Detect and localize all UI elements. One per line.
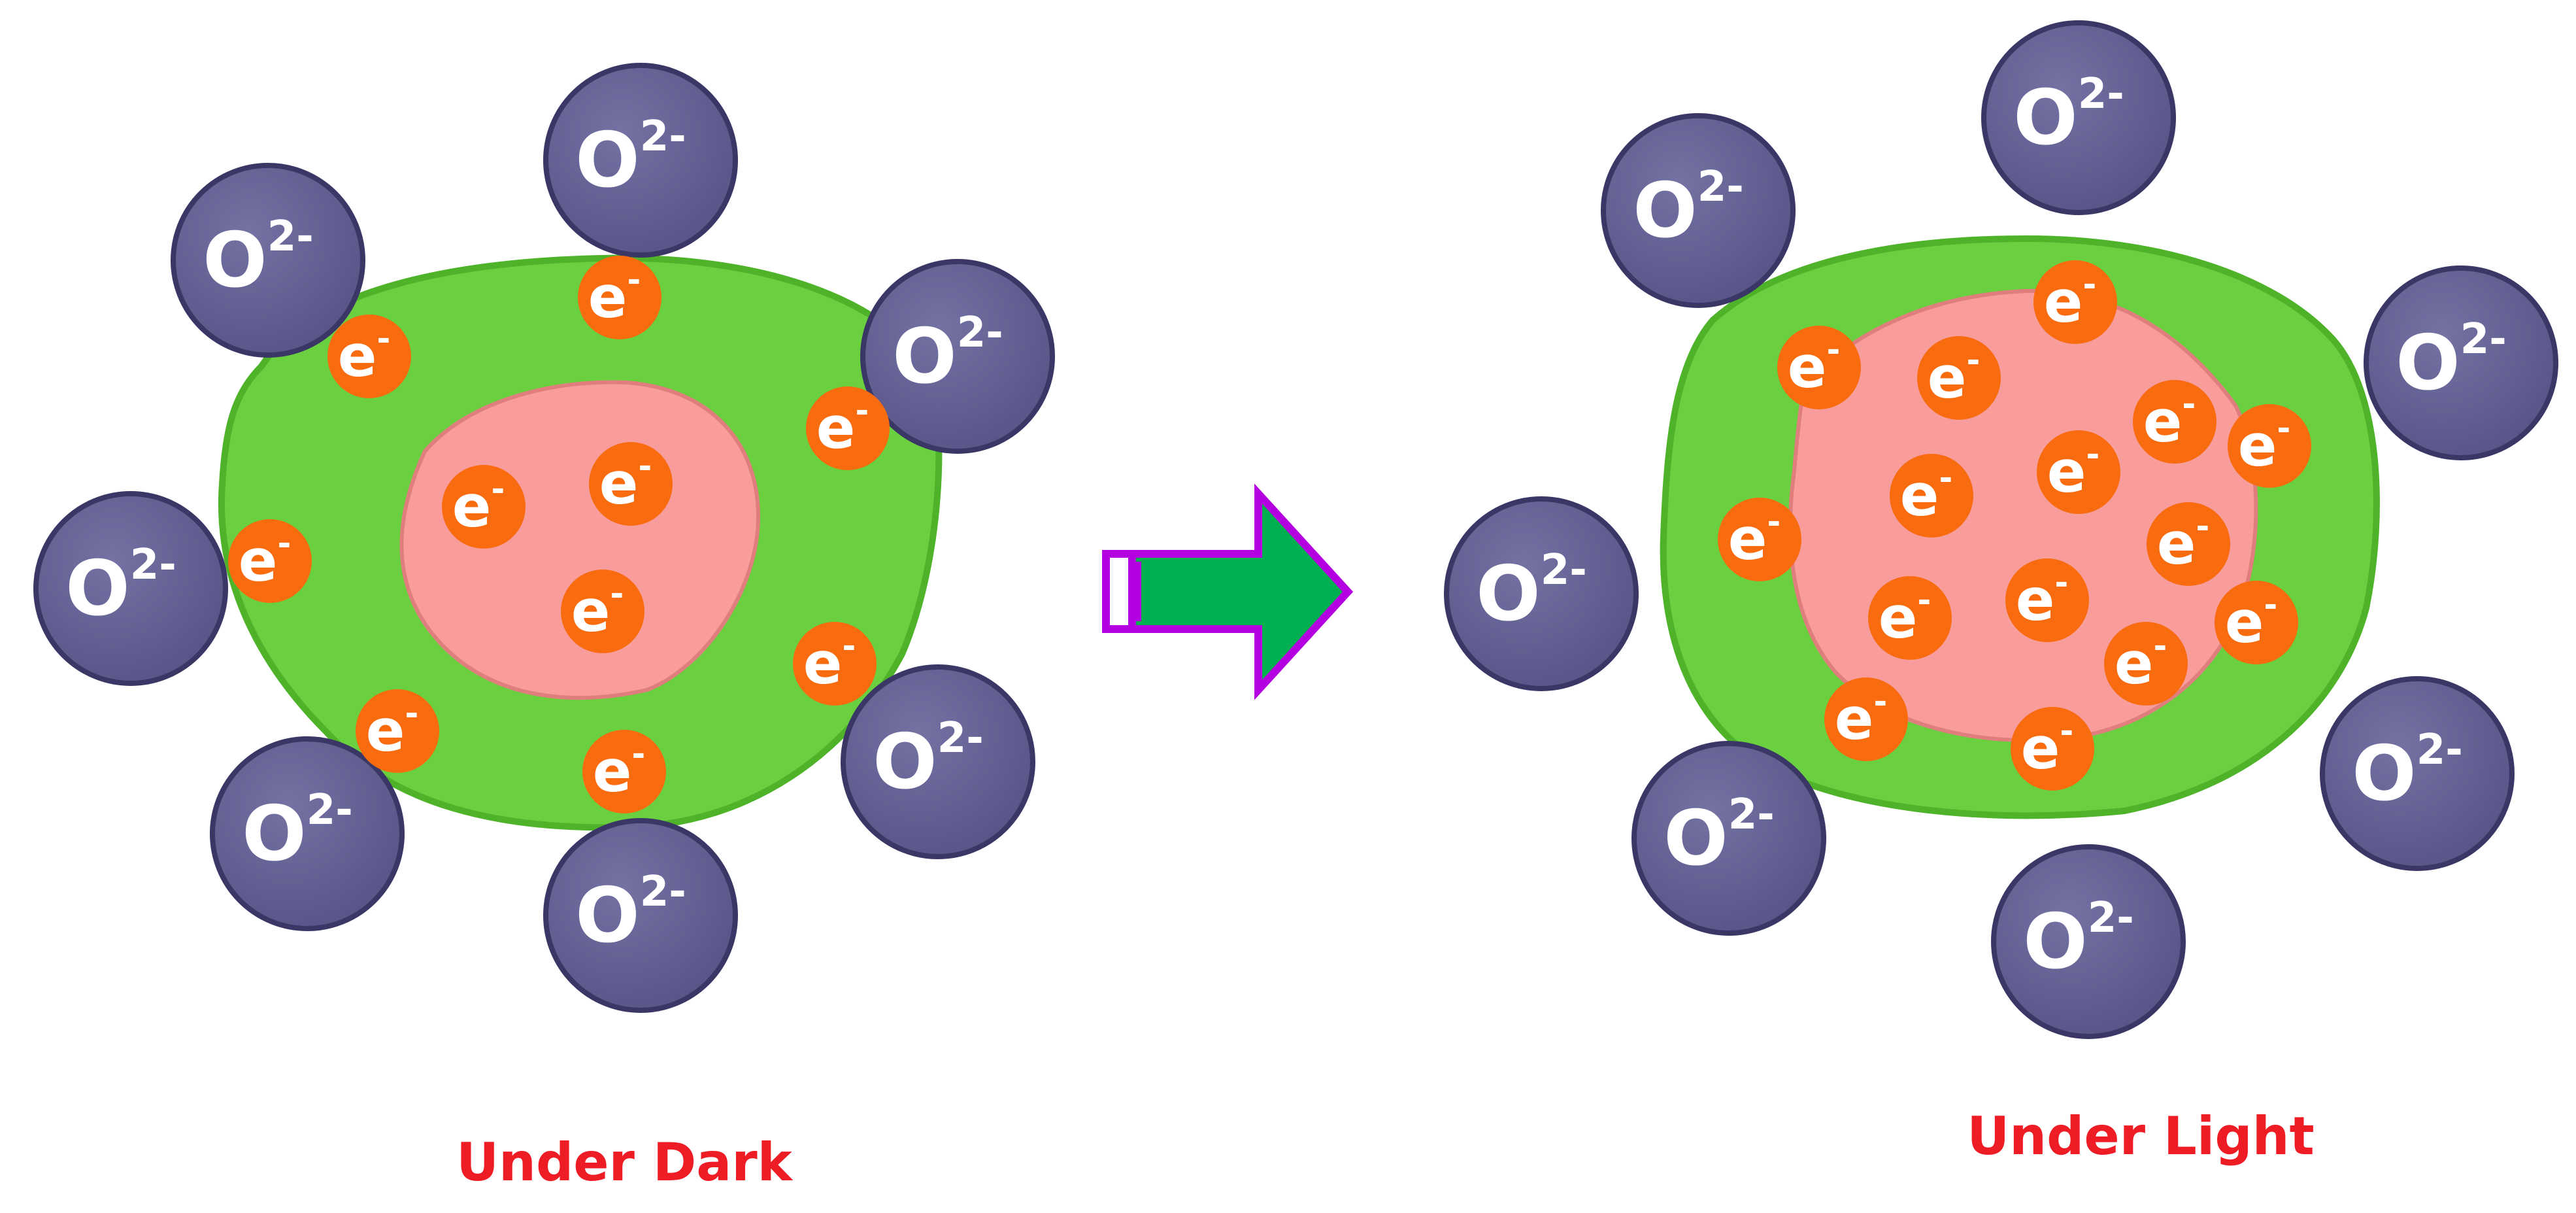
ion-symbol: O bbox=[242, 790, 307, 878]
electron: e- bbox=[327, 315, 411, 398]
ion-symbol: O bbox=[203, 216, 267, 305]
svg-text:e-: e- bbox=[2044, 265, 2096, 335]
electron: e- bbox=[561, 570, 644, 653]
svg-text:O2-: O2- bbox=[1633, 163, 1744, 255]
ion-symbol: O bbox=[575, 872, 640, 960]
svg-text:e-: e- bbox=[1900, 459, 1952, 529]
svg-text:e-: e- bbox=[2143, 385, 2196, 455]
electron: e- bbox=[442, 465, 526, 549]
svg-text:O2-: O2- bbox=[873, 714, 984, 806]
ion-charge: 2- bbox=[307, 786, 353, 834]
svg-text:O2-: O2- bbox=[1476, 546, 1587, 638]
oxygen-ion: O2- bbox=[33, 491, 228, 686]
svg-text:e-: e- bbox=[1728, 503, 1781, 573]
ion-charge: 2- bbox=[640, 112, 686, 161]
electron: e- bbox=[582, 730, 666, 813]
svg-text:e-: e- bbox=[593, 735, 645, 805]
svg-text:e-: e- bbox=[366, 694, 418, 764]
electron: e- bbox=[806, 386, 890, 470]
oxygen-ion: O2- bbox=[860, 259, 1055, 454]
electron: e- bbox=[2037, 430, 2120, 514]
electron: e- bbox=[1890, 454, 1973, 538]
svg-text:O2-: O2- bbox=[203, 213, 314, 305]
oxygen-ion: O2- bbox=[1631, 741, 1826, 936]
ion-symbol: O bbox=[873, 718, 937, 806]
svg-text:e-: e- bbox=[2047, 436, 2099, 505]
svg-text:e-: e- bbox=[599, 447, 652, 517]
svg-text:O2-: O2- bbox=[575, 112, 686, 205]
svg-text:e-: e- bbox=[2021, 712, 2073, 782]
electron: e- bbox=[578, 256, 661, 339]
right-arrow-icon bbox=[1102, 483, 1354, 700]
electron: e- bbox=[1777, 326, 1861, 409]
electron: e- bbox=[2033, 260, 2117, 344]
svg-text:e-: e- bbox=[588, 261, 641, 331]
panel-under-dark: O2- O2- O2- O2- O2- O2- O2- e- e- e- e- … bbox=[33, 63, 1055, 1193]
svg-text:e-: e- bbox=[2157, 507, 2209, 577]
svg-text:e-: e- bbox=[1879, 581, 1931, 651]
svg-text:O2-: O2- bbox=[892, 309, 1003, 401]
svg-text:e-: e- bbox=[816, 392, 869, 462]
ion-symbol: O bbox=[892, 313, 957, 401]
ion-charge: 2- bbox=[267, 213, 314, 261]
oxygen-ion: O2- bbox=[1991, 844, 2186, 1039]
inner-core-dark bbox=[399, 380, 761, 700]
oxygen-ion: O2- bbox=[171, 163, 365, 358]
oxygen-ion: O2- bbox=[2320, 676, 2515, 871]
svg-text:e-: e- bbox=[2238, 409, 2290, 479]
oxygen-ion: O2- bbox=[1981, 20, 2176, 215]
svg-text:e-: e- bbox=[239, 524, 291, 594]
electron: e- bbox=[589, 442, 673, 526]
ion-symbol: O bbox=[65, 545, 130, 633]
electron: e- bbox=[2104, 622, 2188, 706]
svg-text:O2-: O2- bbox=[2396, 315, 2507, 407]
svg-text:O2-: O2- bbox=[65, 541, 176, 633]
svg-text:O2-: O2- bbox=[2352, 726, 2463, 818]
svg-text:O2-: O2- bbox=[575, 868, 686, 960]
electron: e- bbox=[2005, 558, 2089, 642]
oxygen-ion: O2- bbox=[543, 818, 738, 1013]
electron: e- bbox=[1917, 336, 2001, 420]
caption-under-dark: Under Dark bbox=[456, 1132, 794, 1193]
electron: e- bbox=[2228, 404, 2311, 488]
svg-text:e-: e- bbox=[2115, 627, 2167, 697]
svg-text:e-: e- bbox=[2225, 586, 2277, 656]
caption-under-light: Under Light bbox=[1967, 1106, 2315, 1167]
svg-text:e-: e- bbox=[2016, 564, 2068, 634]
electron: e- bbox=[1824, 677, 1908, 761]
svg-text:e-: e- bbox=[1835, 683, 1887, 753]
electron: e- bbox=[2147, 502, 2230, 586]
svg-text:O2-: O2- bbox=[242, 786, 353, 878]
oxygen-ion: O2- bbox=[2364, 265, 2558, 460]
electron: e- bbox=[2133, 380, 2216, 464]
ion-charge: 2- bbox=[957, 309, 1003, 357]
electron: e- bbox=[2215, 581, 2298, 664]
svg-text:e-: e- bbox=[1928, 341, 1980, 411]
electron: e- bbox=[1718, 498, 1801, 581]
electron: e- bbox=[2011, 707, 2094, 791]
oxygen-ion: O2- bbox=[841, 664, 1035, 859]
svg-text:e-: e- bbox=[338, 320, 390, 390]
electron: e- bbox=[356, 689, 439, 773]
ion-charge: 2- bbox=[640, 868, 686, 916]
oxygen-ion: O2- bbox=[210, 736, 405, 931]
svg-text:O2-: O2- bbox=[1664, 791, 1775, 883]
oxygen-ion: O2- bbox=[1601, 113, 1796, 308]
electron: e- bbox=[793, 622, 877, 706]
svg-text:e-: e- bbox=[803, 627, 856, 697]
electron: e- bbox=[1868, 576, 1952, 660]
electron: e- bbox=[228, 519, 312, 603]
svg-text:e-: e- bbox=[452, 470, 505, 540]
ion-symbol: O bbox=[575, 116, 640, 205]
svg-text:e-: e- bbox=[571, 575, 624, 645]
panel-under-light: O2- O2- O2- O2- O2- O2- O2- e- e- e- e- … bbox=[1444, 20, 2558, 1167]
oxygen-ion: O2- bbox=[1444, 496, 1639, 691]
svg-text:O2-: O2- bbox=[2023, 894, 2134, 986]
oxygen-ion: O2- bbox=[543, 63, 738, 258]
svg-text:e-: e- bbox=[1788, 331, 1840, 401]
svg-text:O2-: O2- bbox=[2013, 70, 2124, 162]
ion-charge: 2- bbox=[130, 541, 176, 589]
ion-charge: 2- bbox=[937, 714, 984, 762]
